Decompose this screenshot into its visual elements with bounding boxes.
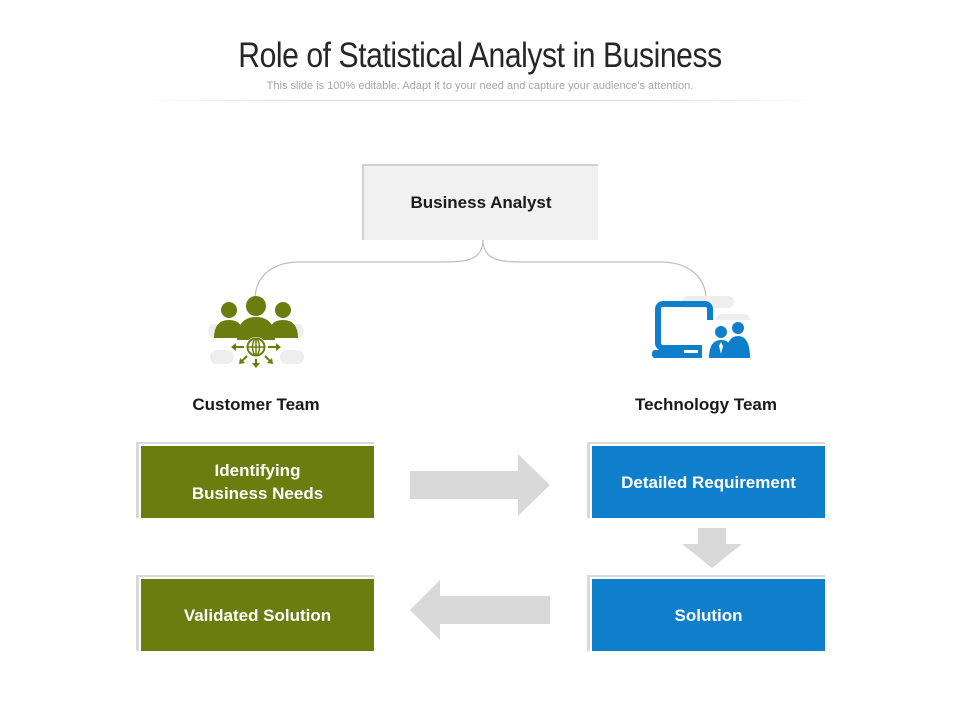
solution-label: Solution: [592, 579, 825, 651]
identifying-line-2: Business Needs: [191, 484, 324, 503]
validated-solution-label: Validated Solution: [141, 579, 374, 651]
technology-team-label: Technology Team: [634, 395, 777, 414]
solution-box: Solution: [587, 575, 825, 651]
page-subtitle: This slide is 100% editable. Adapt it to…: [266, 80, 694, 92]
technology-team-icon: [652, 296, 760, 362]
title-divider: [135, 100, 825, 101]
page-title: Role of Statistical Analyst in Business: [238, 36, 722, 75]
business-analyst-box: Business Analyst: [362, 164, 598, 240]
customer-team-label: Customer Team: [192, 395, 320, 414]
detailed-requirement-label: Detailed Requirement: [592, 446, 825, 518]
down-arrow-icon: [682, 528, 742, 568]
detailed-requirement-box: Detailed Requirement: [587, 442, 825, 518]
customer-team-icon: [208, 296, 304, 368]
identifying-line-1: Identifying: [214, 461, 301, 480]
left-arrow-icon: [410, 580, 550, 640]
identifying-business-needs-box: Identifying Business Needs: [136, 442, 374, 518]
right-arrow-icon: [410, 454, 550, 516]
validated-solution-box: Validated Solution: [136, 575, 374, 651]
